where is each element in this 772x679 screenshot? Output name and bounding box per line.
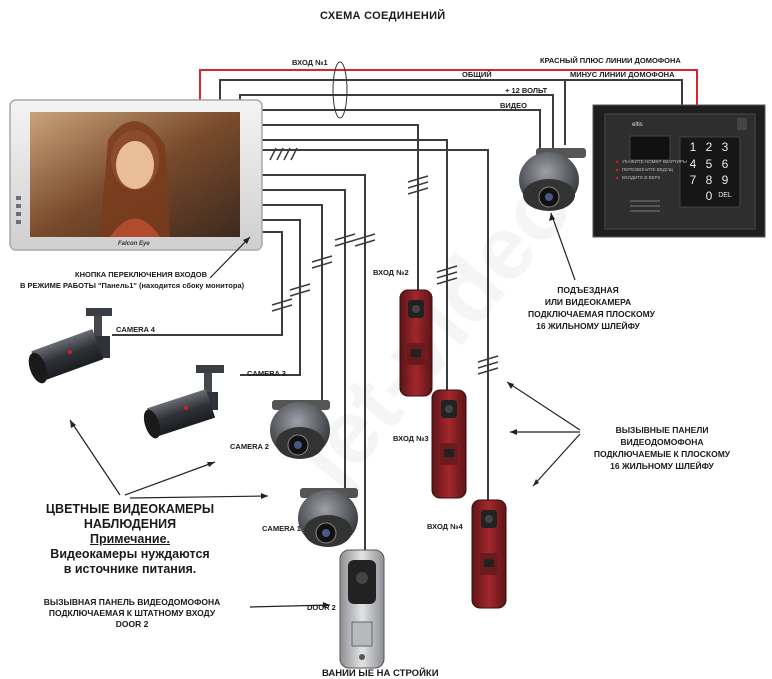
cable-cam1 — [262, 189, 346, 498]
entrance-cam-note-3: ПОДКЛЮЧАЕМАЯ ПЛОСКОМУ — [528, 309, 655, 319]
label-plus12: + 12 ВОЛЬТ — [505, 86, 548, 95]
entrance-cam-note-2: ИЛИ ВИДЕОКАМЕРА — [544, 297, 632, 307]
wire-red-plus — [199, 69, 698, 105]
camera-3 — [143, 365, 224, 439]
keypad-indicator-3: ВХОДИТЕ В ВЕРХ — [622, 175, 661, 180]
monitor-brand: Falcon Eye — [118, 241, 150, 247]
key-4[interactable]: 4 — [689, 157, 697, 171]
cable-cam2 — [262, 204, 323, 410]
label-minus: МИНУС ЛИНИИ ДОМОФОНА — [570, 70, 675, 79]
camera-4 — [28, 308, 112, 384]
door2-note: ВЫЗЫВНАЯ ПАНЕЛЬ ВИДЕОДОМОФОНА ПОДКЛЮЧАЕМ… — [14, 597, 250, 630]
door2-note-2: ПОДКЛЮЧАЕМАЯ К ШТАТНОМУ ВХОДУ — [48, 608, 216, 618]
call-panel-vhod3 — [431, 389, 467, 499]
key-3[interactable]: 3 — [721, 140, 729, 154]
label-camera-2: CAMERA 2 — [230, 442, 269, 451]
label-red-plus: КРАСНЫЙ ПЛЮС ЛИНИИ ДОМОФОНА — [540, 56, 681, 65]
entrance-keypad-panel — [592, 104, 766, 238]
wire-common — [219, 79, 566, 145]
color-cams-note2: в источнике питания. — [63, 562, 197, 576]
keypad-indicator-1: УКАЖИТЕ НОМЕР КВАРТИРЫ — [622, 159, 687, 164]
cable-cam4 — [112, 231, 283, 336]
cable-vhod2 — [262, 124, 419, 295]
color-cams-note-title: Примечание. — [89, 532, 171, 546]
cable-hash-marks — [269, 147, 499, 375]
call-panels-note: ВЫЗЫВНЫЕ ПАНЕЛИ ВИДЕОДОМОФОНА ПОДКЛЮЧАЕМ… — [580, 424, 744, 472]
key-1[interactable]: 1 — [689, 140, 697, 154]
label-camera-4: CAMERA 4 — [116, 325, 155, 334]
call-panel-vhod2 — [399, 289, 433, 397]
label-vhod4: ВХОД №4 — [427, 522, 463, 531]
key-0[interactable]: 0 — [705, 189, 713, 203]
entrance-cam-arrow — [550, 212, 576, 281]
color-cams-line2: НАБЛЮДЕНИЯ — [83, 517, 177, 531]
color-cams-note1: Видеокамеры нуждаются — [50, 547, 210, 561]
keypad-brand: eltis — [632, 122, 643, 128]
key-7[interactable]: 7 — [689, 173, 697, 187]
monitor-button-note-1: КНОПКА ПЕРЕКЛЮЧЕНИЯ ВХОДОВ — [75, 270, 207, 279]
key-del[interactable]: DEL — [718, 192, 732, 199]
door2-note-3: DOOR 2 — [115, 619, 149, 629]
cable-vhod3 — [262, 139, 448, 392]
call-panels-note-2: ВИДЕОДОМОФОНА — [620, 437, 704, 447]
cable-vhod4 — [262, 149, 489, 505]
label-common: ОБЩИЙ — [462, 70, 492, 79]
button-arrow — [209, 236, 251, 279]
entrance-cam-note-1: ПОДЪЕЗДНАЯ — [557, 285, 619, 295]
label-vhod3: ВХОД №3 — [393, 434, 429, 443]
label-video: ВИДЕО — [500, 101, 527, 110]
label-door2: DOOR 2 — [307, 603, 336, 612]
key-2[interactable]: 2 — [705, 140, 713, 154]
vhod1-bundle-oval — [332, 61, 348, 119]
wire-video — [254, 105, 541, 150]
door2-arrow — [249, 604, 331, 608]
call-panels-note-1: ВЫЗЫВНЫЕ ПАНЕЛИ — [615, 425, 709, 435]
label-camera-3: CAMERA 3 — [247, 369, 286, 378]
color-cams-note: ЦВЕТНЫЕ ВИДЕОКАМЕРЫ НАБЛЮДЕНИЯ Примечани… — [20, 502, 240, 577]
cable-door2 — [262, 174, 366, 555]
wire-minus — [565, 79, 683, 105]
key-9[interactable]: 9 — [721, 173, 729, 187]
entrance-cam-note-4: 16 ЖИЛЬНОМУ ШЛЕЙФУ — [536, 321, 640, 331]
entrance-dome-camera — [519, 148, 586, 211]
video-monitor — [9, 99, 263, 251]
cable-cam3 — [240, 219, 301, 376]
monitor-button-note-2: В РЕЖИМЕ РАБОТЫ "Панель1" (находится сбо… — [20, 281, 245, 290]
color-cams-line1: ЦВЕТНЫЕ ВИДЕОКАМЕРЫ — [45, 502, 215, 516]
bottom-cut-text: ВАНИИ ЫЕ НА СТРОЙКИ — [322, 668, 439, 679]
keypad-indicator-2: ПЕРЕЗВОНИТЕ ВЕДУЩ — [622, 167, 673, 172]
wire-plus12 — [239, 94, 554, 148]
call-panel-arrows — [506, 381, 581, 487]
entrance-cam-note: ПОДЪЕЗДНАЯ ИЛИ ВИДЕОКАМЕРА ПОДКЛЮЧАЕМАЯ … — [528, 284, 655, 332]
call-panels-note-3: ПОДКЛЮЧАЕМЫЕ К ПЛОСКОМУ — [593, 449, 731, 459]
call-panel-vhod4 — [471, 499, 507, 609]
flat-cables — [112, 124, 489, 555]
color-cam-arrows — [69, 419, 269, 499]
door2-note-1: ВЫЗЫВНАЯ ПАНЕЛЬ ВИДЕОДОМОФОНА — [43, 597, 221, 607]
label-vhod1: ВХОД №1 — [292, 58, 328, 67]
call-panels-note-4: 16 ЖИЛЬНОМУ ШЛЕЙФУ — [610, 461, 714, 471]
camera-1 — [298, 488, 358, 547]
key-6[interactable]: 6 — [721, 157, 729, 171]
label-vhod2: ВХОД №2 — [373, 268, 409, 277]
key-8[interactable]: 8 — [705, 173, 713, 187]
key-5[interactable]: 5 — [705, 157, 713, 171]
camera-2 — [270, 400, 330, 459]
door2-panel — [339, 549, 385, 669]
page-title: СХЕМА СОЕДИНЕНИЙ — [320, 10, 446, 22]
label-camera-1: CAMERA 1 — [262, 524, 301, 533]
